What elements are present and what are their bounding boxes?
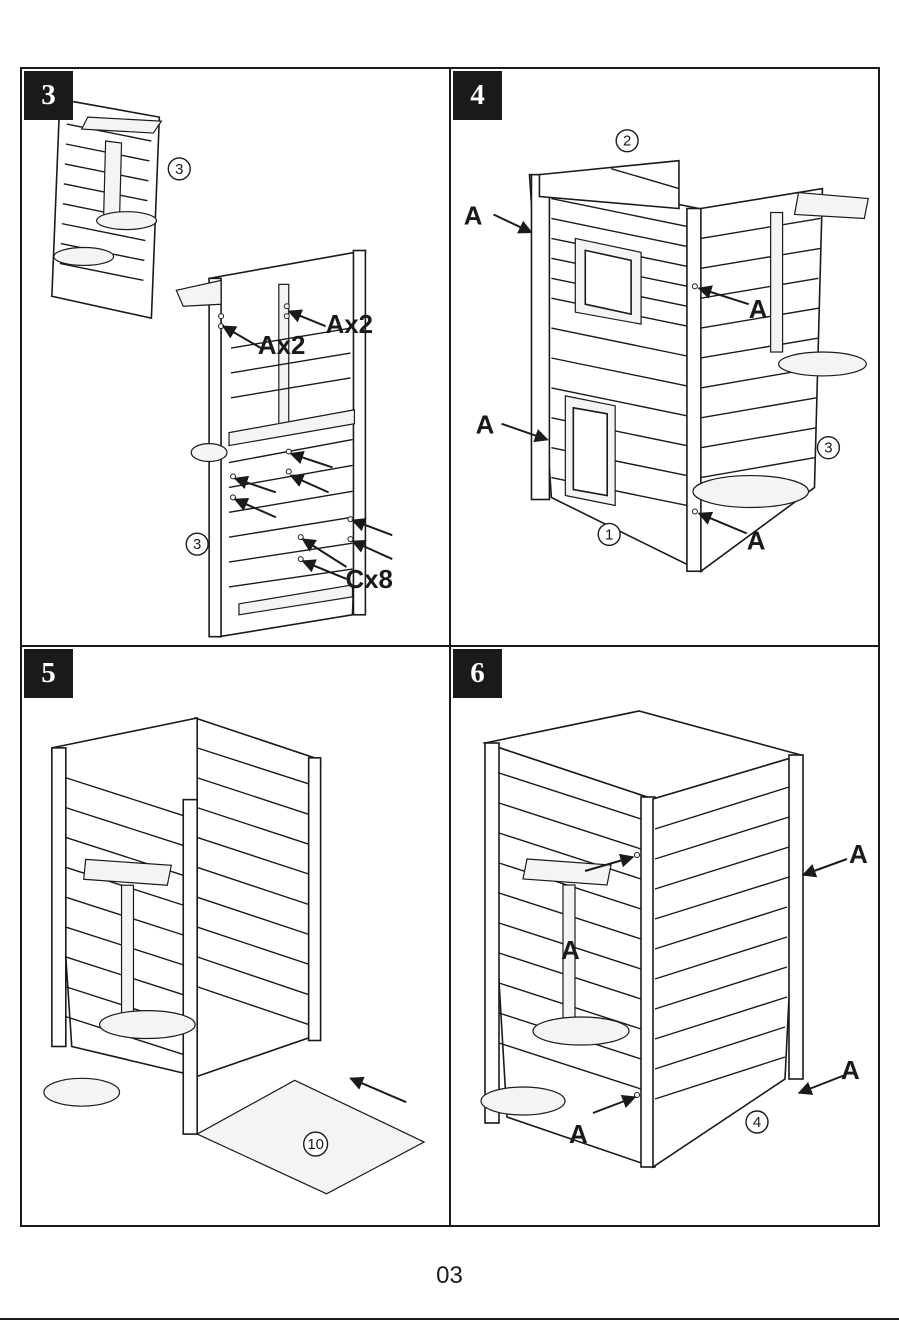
step-4-illustration: A A A A 2 3 1 <box>451 69 879 645</box>
side-panel-part-3-small <box>52 99 161 318</box>
callout-a-bottom-left: A <box>569 1119 588 1149</box>
part-number-4: 4 <box>746 1111 768 1133</box>
frame-assembly <box>44 718 424 1194</box>
step-badge-4: 4 <box>453 71 502 120</box>
callout-a-bottom-left: A <box>476 412 495 440</box>
svg-text:3: 3 <box>175 161 183 178</box>
svg-text:4: 4 <box>753 1114 761 1131</box>
svg-text:1: 1 <box>605 526 613 543</box>
svg-text:3: 3 <box>824 440 832 457</box>
callout-a-bottom-right: A <box>747 527 766 555</box>
callout-ax2-left: Ax2 <box>258 332 305 360</box>
callout-ax2-right: Ax2 <box>326 311 373 339</box>
part-number-3: 3 <box>817 437 839 459</box>
step-5-illustration: 10 <box>22 647 449 1225</box>
step-6-panel: A A A A 4 6 <box>451 647 879 1225</box>
step-badge-6: 6 <box>453 649 502 698</box>
callout-a-bottom-right: A <box>841 1055 860 1085</box>
assembly-steps-grid: Ax2 Ax2 Cx8 3 3 3 <box>20 67 880 1227</box>
corner-assembly <box>529 161 868 572</box>
callout-cx8: Cx8 <box>345 566 392 594</box>
page-number: 03 <box>0 1262 899 1290</box>
callout-a-top-right: A <box>849 839 868 869</box>
svg-text:3: 3 <box>193 536 201 553</box>
part-number-3-top: 3 <box>168 158 190 180</box>
callout-a-middle-left: A <box>561 935 580 965</box>
part-number-3-bottom: 3 <box>186 533 208 555</box>
step-badge-3: 3 <box>24 71 73 120</box>
part-number-1: 1 <box>598 523 620 545</box>
step-5-panel: 10 5 <box>22 647 451 1225</box>
callout-a-top-right: A <box>749 296 768 324</box>
part-number-10: 10 <box>304 1132 328 1156</box>
bottom-divider <box>0 1318 899 1320</box>
step-6-illustration: A A A A 4 <box>451 647 879 1225</box>
step-badge-5: 5 <box>24 649 73 698</box>
callout-a-top-left: A <box>464 202 483 230</box>
svg-text:10: 10 <box>307 1136 324 1153</box>
svg-text:2: 2 <box>623 133 631 150</box>
step-3-panel: Ax2 Ax2 Cx8 3 3 3 <box>22 69 451 647</box>
part-number-2: 2 <box>616 130 638 152</box>
step-4-panel: A A A A 2 3 1 4 <box>451 69 879 647</box>
step-3-illustration: Ax2 Ax2 Cx8 3 3 <box>22 69 449 645</box>
enclosure-assembly <box>481 711 803 1167</box>
